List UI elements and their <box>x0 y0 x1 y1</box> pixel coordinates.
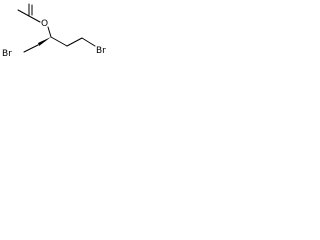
atom-label-bromine-right: Br <box>96 46 106 56</box>
atom-label-ester-oxygen: O <box>41 19 48 29</box>
bond-ch2-bromine-right <box>81 37 96 47</box>
bond-ch2-bromine-left <box>23 44 39 53</box>
bond-chiral-ch2-right <box>50 36 68 47</box>
bond-oxygen-chiral-carbon <box>47 26 52 38</box>
wedge-bond-chiral-left <box>38 37 51 46</box>
bond-carbonyl-ester-oxygen <box>28 15 41 23</box>
bond-ch2-ch2 <box>66 37 83 47</box>
bond-methyl-carbonyl <box>17 9 30 17</box>
structure-diagram: O Br Br <box>2 3 106 59</box>
atom-label-bromine-left: Br <box>2 49 12 59</box>
